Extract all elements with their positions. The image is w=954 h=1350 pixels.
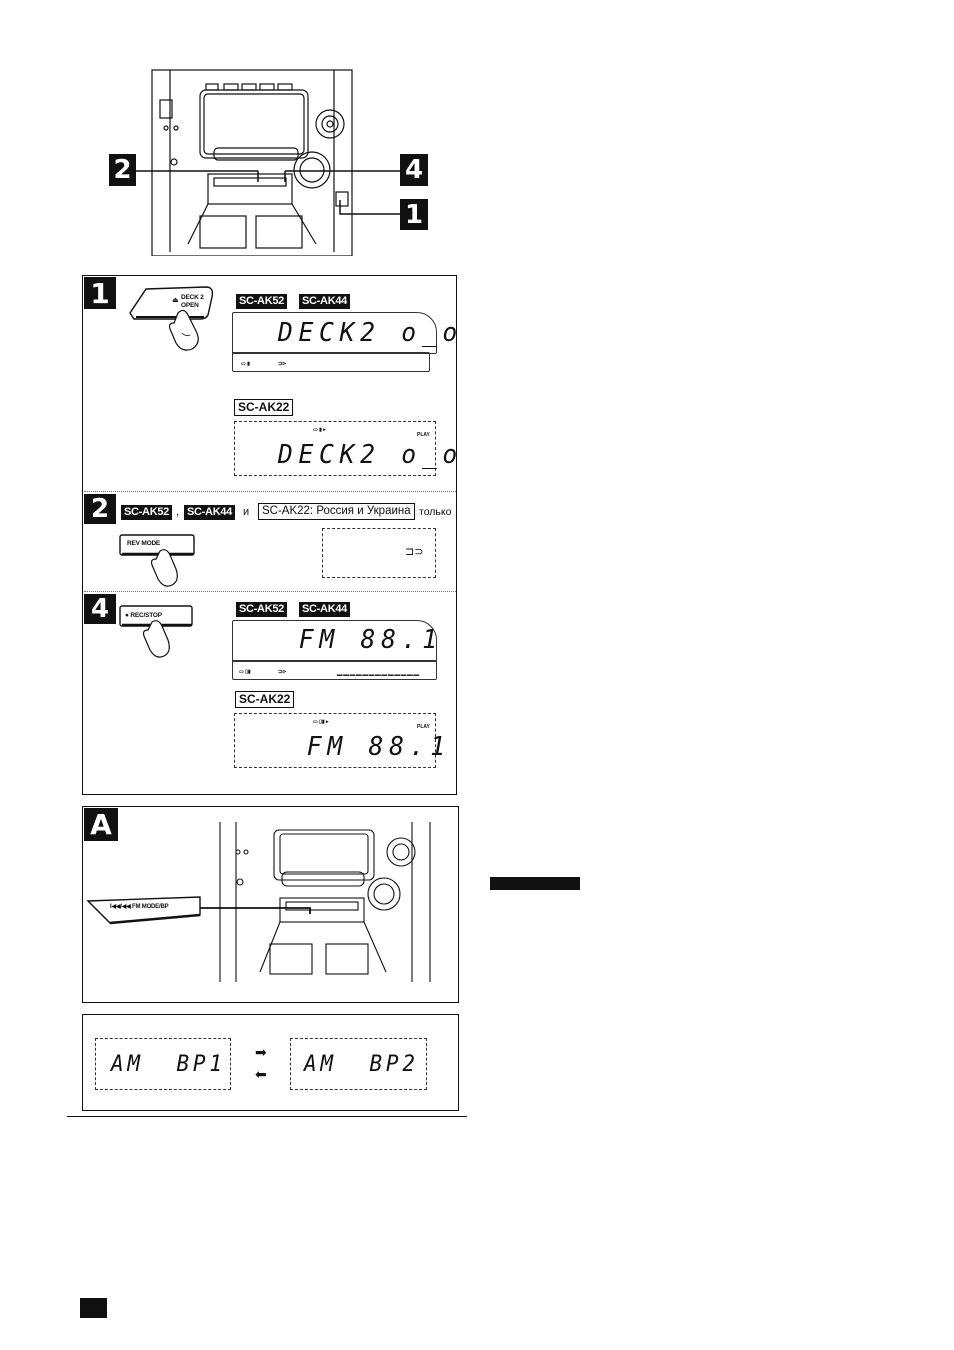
- display-bp1: AM BP1: [95, 1038, 231, 1090]
- level-meter-icon: ▁▁▁▁▁▁▁▁▁▁▁▁▁: [337, 668, 420, 676]
- step-a-label: A: [90, 808, 112, 841]
- model-tag-ak52-s4: SC-AK52: [236, 602, 287, 617]
- play-indicator: PLAY: [417, 432, 430, 438]
- model-tag-ak22: SC-AK22: [234, 399, 293, 416]
- arrow-icon: ⊐⊳: [278, 669, 286, 675]
- deck2-open-label-2: OPEN: [181, 302, 199, 309]
- model-tag-ak22-s4: SC-AK22: [235, 691, 294, 708]
- tape-icon: ▭ ▮ ▸: [313, 427, 326, 433]
- model-tag-ak44-s4: SC-AK44: [299, 602, 350, 617]
- arrow-icon: ⊐⊳: [278, 361, 286, 367]
- display-step2: ⊐⊃: [322, 528, 436, 578]
- arrow-left-icon: ⬅: [255, 1066, 267, 1083]
- separator-1: [84, 491, 456, 492]
- only-word: только: [419, 506, 451, 518]
- display-ak52-step4: FM 88.1: [232, 620, 437, 662]
- redacted-bar: [490, 877, 580, 890]
- section-rule: [67, 1116, 467, 1117]
- display-ak52-step1: DECK2 o_o: [232, 312, 437, 354]
- fm-mode-bp-pointer: [200, 896, 320, 916]
- play-indicator: PLAY: [417, 724, 430, 730]
- and-word: и: [243, 506, 249, 518]
- display-bp2: AM BP2: [290, 1038, 427, 1090]
- display-ak52-step1-indicator: ▭ ▮ ⊐⊳: [232, 352, 430, 372]
- arrow-right-icon: ➡: [255, 1044, 267, 1061]
- comma: ,: [176, 506, 179, 518]
- tape-icon: ▭ ▯▮ ▸: [313, 719, 329, 725]
- rev-mode-glyph: ⊐⊃: [405, 545, 423, 558]
- rev-mode-label: REV MODE: [127, 540, 160, 547]
- model-tag-ak44-s2: SC-AK44: [184, 505, 235, 520]
- display-ak22-step4-text: FM 88.1: [307, 732, 451, 762]
- step-a-number: A: [84, 808, 118, 841]
- display-ak52-step4-indicator: ▭ ▯▮ ⊐⊳ ▁▁▁▁▁▁▁▁▁▁▁▁▁: [232, 660, 437, 680]
- step-4-label: 4: [91, 594, 109, 624]
- eject-icon: ⏏: [172, 296, 179, 304]
- page-number-block: [80, 1298, 107, 1318]
- display-bp1-text: AM BP1: [111, 1052, 226, 1077]
- callout-lines: [0, 0, 954, 260]
- step-4-number: 4: [84, 594, 116, 624]
- model-tag-ak52-s2: SC-AK52: [121, 505, 172, 520]
- display-ak22-step1: ▭ ▮ ▸ PLAY DECK2 o_o: [234, 421, 436, 476]
- deck2-open-button[interactable]: [126, 283, 222, 353]
- tape-icon: ▭ ▮: [241, 361, 250, 367]
- display-ak22-step1-text: DECK2 o_o: [278, 440, 463, 470]
- fm-mode-bp-button[interactable]: [86, 895, 206, 929]
- display-ak22-step4: ▭ ▯▮ ▸ PLAY FM 88.1: [234, 713, 436, 768]
- fm-mode-bp-label: I◀◀/◀◀ FM MODE/BP: [110, 903, 168, 910]
- display-ak52-step4-text: FM 88.1: [299, 625, 443, 655]
- deck2-open-label-1: DECK 2: [181, 294, 204, 301]
- display-bp2-text: AM BP2: [304, 1052, 419, 1077]
- step-2-label: 2: [91, 494, 109, 524]
- display-ak52-step1-text: DECK2 o_o: [278, 318, 463, 348]
- separator-2: [84, 591, 456, 592]
- tape-icon: ▭ ▯▮: [239, 669, 251, 675]
- step-1-number: 1: [84, 277, 116, 309]
- model-tag-ak52: SC-AK52: [236, 294, 287, 309]
- step-1-label: 1: [90, 277, 109, 310]
- rec-stop-label: ● REC/STOP: [125, 612, 162, 619]
- model-tag-ak44: SC-AK44: [299, 294, 350, 309]
- step-2-number: 2: [84, 494, 116, 524]
- ak22-region-tag: SC-AK22: Россия и Украина: [258, 503, 415, 520]
